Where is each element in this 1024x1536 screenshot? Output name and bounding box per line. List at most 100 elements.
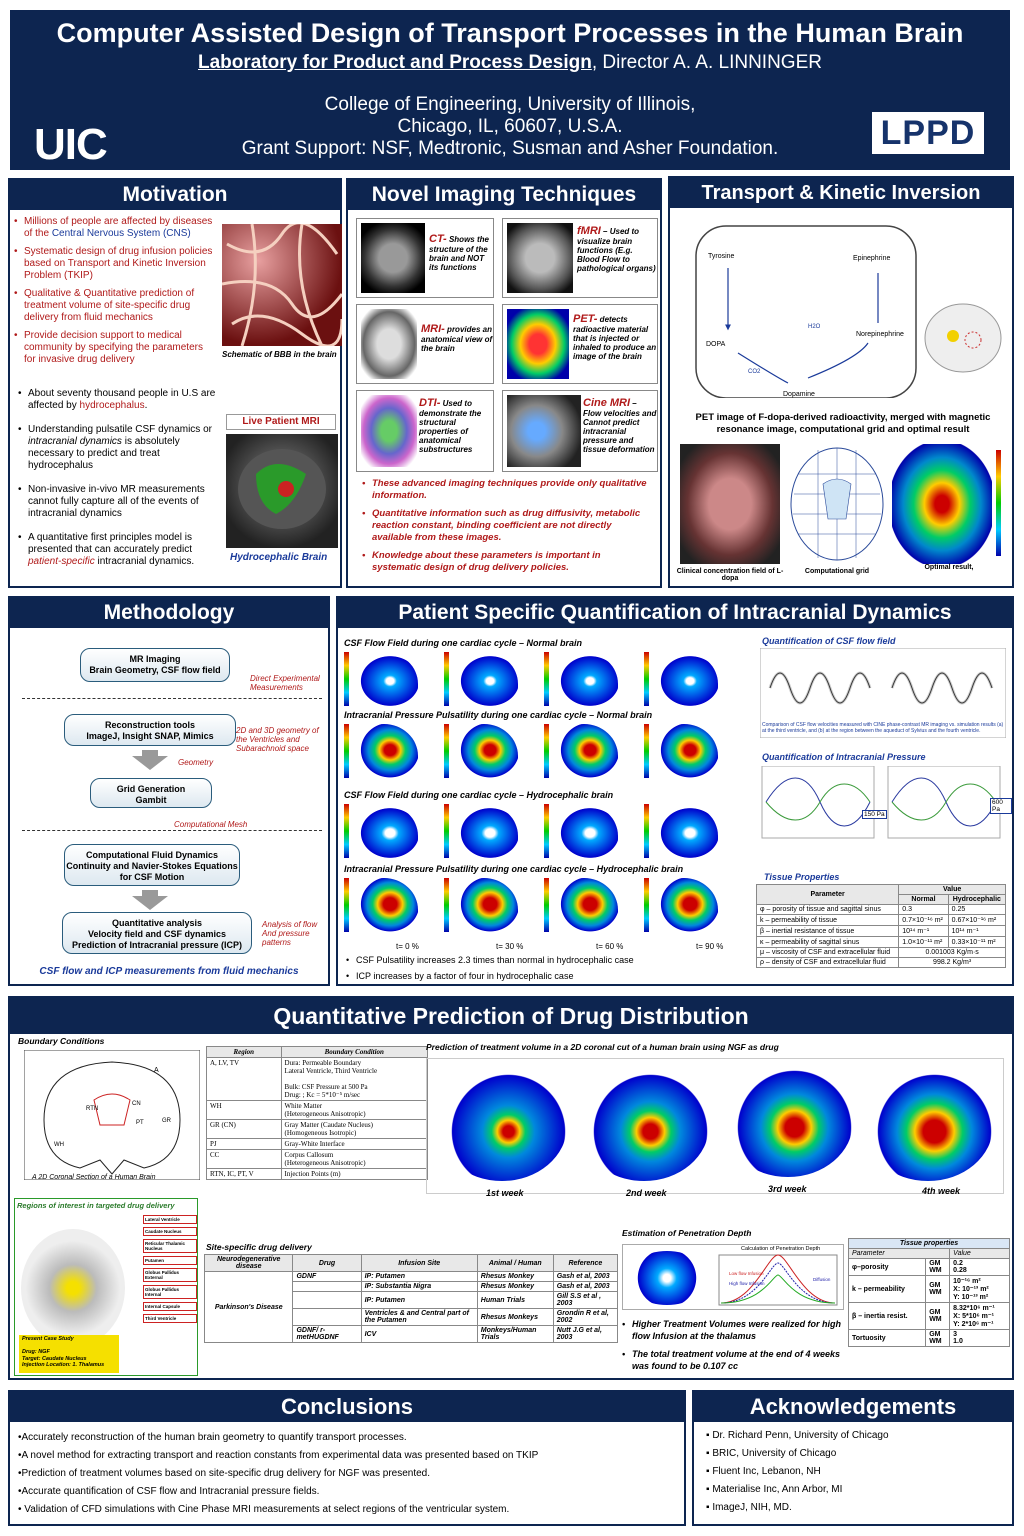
ct-box: CT- Shows the structure of the brain and…	[356, 218, 494, 298]
row-caption: CSF Flow Field during one cardiac cycle …	[344, 790, 614, 800]
penetration-chart	[718, 1254, 838, 1306]
colorbar	[444, 804, 449, 858]
poster-title: Computer Assisted Design of Transport Pr…	[56, 18, 964, 48]
pathway-diagram: Tyrosine Epinephrine Norepinephrine DOPA…	[695, 225, 1002, 398]
time-label: t= 0 %	[396, 942, 419, 951]
ack-item: ▪ Dr. Richard Penn, University of Chicag…	[706, 1430, 889, 1441]
pen-low: Low flow Infusion	[729, 1271, 764, 1276]
csf-quant-title: Quantification of CSF flow field	[762, 636, 896, 646]
icp-quant-chart	[761, 766, 1001, 839]
step-label: Geometry	[178, 758, 214, 767]
imaging-notes: These advanced imaging techniques provid…	[362, 478, 652, 580]
brain-simulation-image	[656, 724, 718, 782]
roi-label: Lateral Ventricle	[143, 1215, 197, 1224]
colorbar	[444, 652, 449, 706]
down-arrow-icon	[132, 896, 168, 910]
motivation-red-list: Millions of people are affected by disea…	[14, 216, 214, 372]
svg-text:PT: PT	[136, 1120, 144, 1126]
conclusion-item: •A novel method for extracting transport…	[18, 1450, 539, 1461]
mri-box: MRI- provides an anatomical view of the …	[356, 304, 494, 384]
grid-caption: Computational grid	[804, 568, 870, 575]
case-study: Present Case Study Drug: NGF Target: Cau…	[19, 1335, 119, 1373]
transport-title: Transport & Kinetic Inversion	[670, 178, 1012, 208]
imaging-note: Quantitative information such as drug di…	[362, 508, 652, 544]
colorbar	[544, 804, 549, 858]
csf-quant-caption: Comparison of CSF flow velocities measur…	[762, 722, 1004, 734]
pen-bullet: The total treatment volume at the end of…	[622, 1348, 846, 1372]
table-row: μ – viscosity of CSF and extracellular f…	[755, 947, 1006, 958]
brain-simulation-image	[356, 878, 418, 936]
methodology-panel: Methodology MR Imaging Brain Geometry, C…	[8, 596, 330, 986]
ldopa-field-image	[680, 444, 780, 564]
week4-image	[863, 1071, 993, 1181]
colorbar	[344, 878, 349, 932]
colorbar	[544, 878, 549, 932]
transport-panel: Transport & Kinetic Inversion Tyrosine E…	[668, 176, 1014, 588]
patient-panel: Patient Specific Quantification of Intra…	[336, 596, 1014, 986]
imaging-note: Knowledge about these parameters is impo…	[362, 550, 652, 574]
bbb-image	[222, 224, 342, 346]
ct-image	[361, 223, 425, 293]
methodology-footer: CSF flow and ICP measurements from fluid…	[39, 966, 299, 977]
methodology-title: Methodology	[10, 598, 328, 628]
svg-text:A: A	[154, 1067, 159, 1074]
row-caption: Intracranial Pressure Pulsatility during…	[344, 710, 653, 720]
icp-label-600: 600 Pa	[990, 798, 1012, 814]
svg-text:GR: GR	[162, 1118, 172, 1124]
tissue-title: Tissue Properties	[764, 872, 840, 882]
step-grid-generation: Grid Generation Gambit	[90, 778, 212, 808]
svg-text:Norepinephrine: Norepinephrine	[856, 331, 904, 338]
bc-title: Boundary Conditions	[18, 1036, 105, 1046]
fmri-image	[507, 223, 573, 293]
motivation-item: About seventy thousand people in U.S are…	[18, 388, 218, 412]
roi-label: Caudate Nucleus	[143, 1227, 197, 1236]
colorbar	[644, 878, 649, 932]
brain-simulation-image	[656, 804, 718, 862]
step-label: Direct Experimental Measurements	[250, 674, 320, 692]
motivation-item: A quantitative first principles model is…	[18, 532, 218, 568]
motivation-item: Systematic design of drug infusion polic…	[14, 246, 214, 282]
motivation-item: Non-invasive in-vivo MR measurements can…	[18, 484, 218, 520]
roi-label: Globus Pallidus External	[143, 1268, 197, 1282]
conclusions-panel: Conclusions •Accurately reconstruction o…	[8, 1390, 686, 1526]
ack-item: ▪ Fluent Inc, Lebanon, NH	[706, 1466, 821, 1477]
penetration-image	[627, 1251, 707, 1305]
imaging-note: These advanced imaging techniques provid…	[362, 478, 652, 502]
prediction-images	[426, 1058, 1004, 1194]
cine-image	[507, 395, 581, 467]
time-label: t= 30 %	[496, 942, 524, 951]
affiliation: College of Engineering, University of Il…	[241, 94, 779, 159]
brain-simulation-image	[656, 652, 718, 710]
pen-bullets: Higher Treatment Volumes were realized f…	[622, 1318, 846, 1378]
colorbar	[996, 450, 1001, 556]
colorbar	[344, 652, 349, 706]
roi-label: Globus Pallidus Internal	[143, 1285, 197, 1299]
fmri-box: fMRI – Used to visualize brain functions…	[502, 218, 658, 298]
svg-text:WH: WH	[54, 1142, 64, 1148]
roi-label: Third Ventricle	[143, 1314, 197, 1323]
pet-box: PET- detects radioactive material that i…	[502, 304, 658, 384]
icp-label-150: 150 Pa	[862, 810, 887, 819]
brain-simulation-image	[456, 804, 518, 862]
brain-simulation-image	[356, 652, 418, 710]
roi-label: Internal Capsule	[143, 1302, 197, 1311]
mri-image	[361, 309, 417, 379]
pet-image	[507, 309, 569, 379]
ack-item: ▪ ImageJ, NIH, MD.	[706, 1502, 792, 1513]
divider	[22, 830, 322, 831]
ack-title: Acknowledgements	[694, 1392, 1012, 1422]
pen-high: High flow Infusion	[729, 1281, 765, 1286]
brain-simulation-image	[356, 724, 418, 782]
lab-line: Laboratory for Product and Process Desig…	[198, 52, 822, 73]
divider	[22, 698, 322, 699]
brain-simulation-image	[556, 724, 618, 782]
table-row: ρ – density of CSF and extracellular flu…	[755, 957, 1006, 968]
prediction-title: Prediction of treatment volume in a 2D c…	[426, 1042, 779, 1052]
motivation-item: Qualitative & Quantitative prediction of…	[14, 288, 214, 324]
